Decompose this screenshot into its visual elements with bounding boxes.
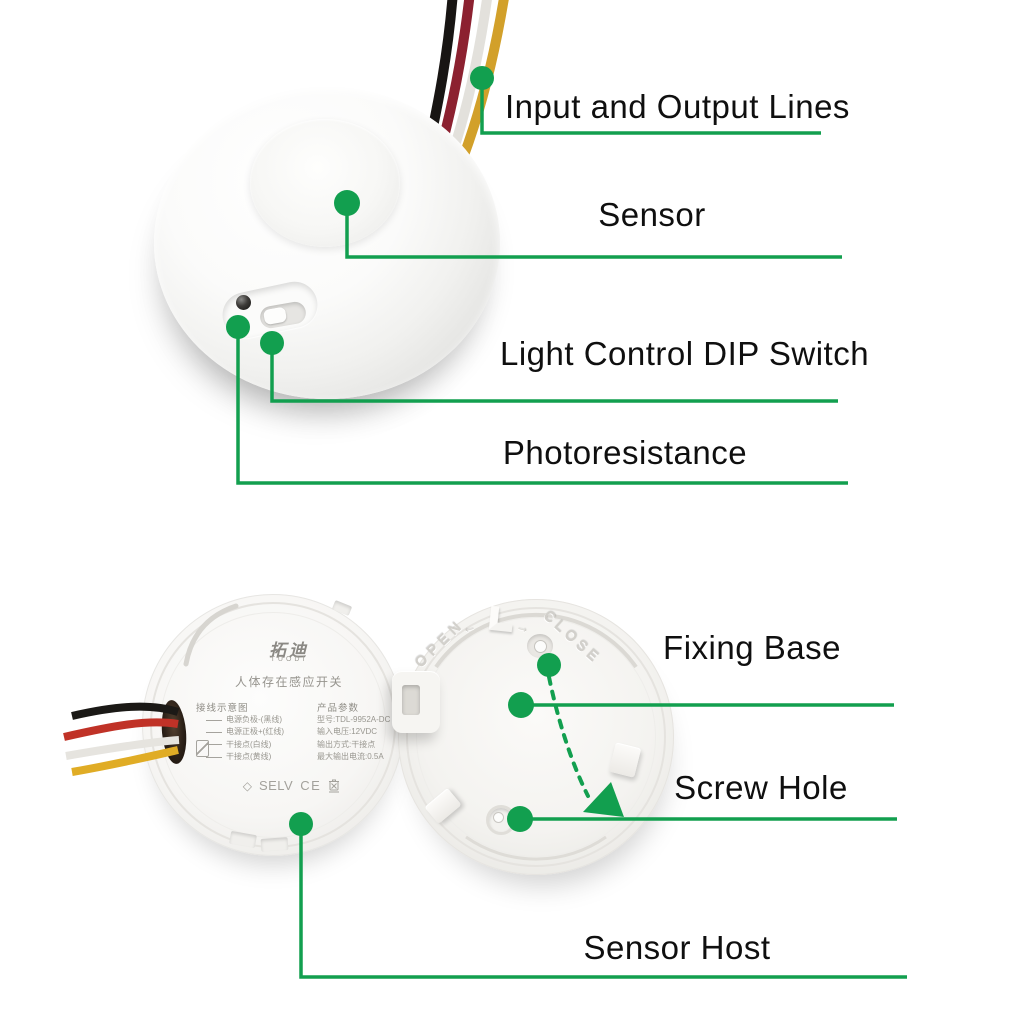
base-latch-tab — [392, 671, 440, 733]
base-edge-ring — [406, 607, 666, 867]
dot-photoresistance — [226, 315, 250, 339]
leader-input-output — [480, 78, 821, 135]
photoresistor-component — [236, 295, 251, 310]
product-params-rows: 型号:TDL-9952A-DC 输入电压:12VDC 输出方式:干接点 最大输出… — [317, 714, 390, 763]
label-sensor-host: Sensor Host — [583, 929, 771, 966]
wiring-diagram-heading: 接线示意图 — [196, 703, 249, 714]
brand-logo-en: TUODI — [270, 656, 308, 663]
leader-dip-switch — [270, 343, 838, 403]
param-row: 型号:TDL-9952A-DC — [317, 715, 391, 724]
wiring-row-label: 电源负极-(黑线) — [226, 715, 282, 724]
wiring-row: 电源负极-(黑线) — [206, 714, 284, 726]
label-input-output-lines: Input and Output Lines — [505, 88, 850, 125]
host-groove-arc — [183, 603, 239, 667]
wire-white-icon — [65, 736, 180, 760]
dot-sensor-host — [289, 812, 313, 836]
switch-symbol-icon — [196, 740, 209, 757]
wiring-row-label: 干接点(白线) — [226, 739, 272, 749]
dot-input-output — [470, 66, 494, 90]
label-screw-hole: Screw Hole — [674, 769, 848, 806]
sensor-host-back: 拓迪 TUODI 人体存在感应开关 接线示意图 电源负极-(黑线) 电源正极+(… — [142, 594, 404, 856]
certification-marks: ◇ SELV CE — [234, 778, 349, 793]
wire-yellow-icon — [71, 746, 179, 776]
param-row: 输入电压:12VDC — [317, 727, 378, 737]
wiring-row-label: 电源正极+(红线) — [226, 727, 284, 737]
wiring-row: 干接点(白线) — [206, 739, 284, 751]
leader-dots — [226, 66, 561, 836]
leader-photoresistance — [236, 327, 848, 485]
diamond-cert-icon: ◇ — [242, 778, 252, 793]
wire-black-icon — [71, 702, 180, 720]
dot-fixing-base — [508, 692, 534, 718]
dot-dip-switch — [260, 331, 284, 355]
screw-hole-top-inner — [534, 640, 547, 653]
label-sensor: Sensor — [598, 196, 706, 233]
param-row: 输出方式:干接点 — [317, 739, 376, 749]
sensor-face — [250, 119, 400, 247]
leader-sensor-host — [299, 824, 907, 979]
sensor-device-top-view — [154, 87, 500, 399]
label-photoresistance: Photoresistance — [502, 434, 748, 471]
wire-red-icon — [63, 718, 179, 741]
label-fixing-base: Fixing Base — [663, 629, 841, 666]
fixing-base-back: OPEN ← → CLOSE — [392, 599, 674, 875]
base-inner-ring — [416, 617, 656, 857]
brand-logo-cn: 拓迪 — [269, 641, 309, 660]
weee-bin-icon — [329, 779, 340, 793]
selv-mark: SELV — [258, 778, 294, 793]
dashed-screw-arrow — [547, 675, 590, 798]
label-light-control-dip-switch: Light Control DIP Switch — [500, 335, 870, 372]
ce-mark: CE — [300, 778, 322, 793]
wiring-row-label: 干接点(黄线) — [226, 751, 272, 761]
param-row: 最大输出电流:0.5A — [317, 751, 384, 761]
dot-screw-hole-bottom — [507, 806, 533, 832]
screw-arrowhead-icon — [583, 782, 624, 817]
base-groove-arcs — [434, 612, 638, 861]
base-latch-slot — [402, 685, 420, 715]
leader-sensor — [345, 203, 842, 259]
wiring-row: 干接点(黄线) — [206, 751, 284, 763]
wiring-rows: 电源负极-(黑线) 电源正极+(红线) 干接点(白线) 干接点(黄线) — [206, 714, 284, 763]
dot-screw-hole-top — [537, 653, 561, 677]
screw-hole-bottom-inner — [493, 812, 504, 823]
product-name-text: 人体存在感应开关 — [234, 675, 343, 689]
dot-sensor — [334, 190, 360, 216]
wiring-row: 电源正极+(红线) — [206, 726, 284, 738]
product-params-heading: 产品参数 — [317, 703, 360, 714]
